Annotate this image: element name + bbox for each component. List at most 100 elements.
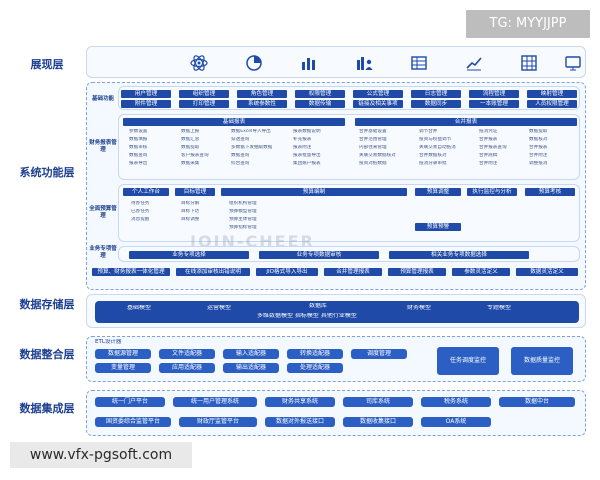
ledger-management-button[interactable]: 一本账管理 [469,100,519,108]
permission-management-button[interactable]: 权限管理 [295,90,345,98]
fr-col5-item[interactable]: 内部往来管理 [359,145,387,150]
budget-item[interactable]: 已办任务 [131,209,150,214]
data-middle-platform-button[interactable]: 数据中台 [499,397,575,407]
data-sync-button[interactable]: 数据同步 [411,100,461,108]
budget-item[interactable]: 目标下达 [181,209,200,214]
budget-item[interactable]: 目标分解 [181,201,200,206]
user-management-button[interactable]: 用户管理 [121,90,171,98]
data-transfer-button[interactable]: 数据传输 [295,100,345,108]
fr-col3-item[interactable]: 数据Excel导入导出 [231,129,271,134]
budget-eval-header[interactable]: 预算考核 [525,188,575,196]
jio-import-export-button[interactable]: JIO格式导入导出 [256,268,318,276]
fr-col7-item[interactable]: 抵消凭证 [479,129,498,134]
fr-col2-item[interactable]: 数据汇总 [181,137,200,142]
param-definition-button[interactable]: 参数灵活定义 [452,268,510,276]
related-links-button[interactable]: 链接及相关事项 [353,100,403,108]
fr-col6-item[interactable]: 合并数据核对 [419,153,447,158]
audit-note-button[interactable]: 在线添加审核出错说明 [176,268,250,276]
fr-col1-item[interactable]: 参数设置 [129,129,148,134]
fr-col2-item[interactable]: 数据提取 [181,145,200,150]
storage-basic-model[interactable]: 基础模型 [127,305,152,311]
mapping-management-button[interactable]: 映射管理 [527,90,577,98]
input-adapter-button[interactable]: 输入适配器 [223,349,279,359]
system-parameters-button[interactable]: 系统参数性 [237,100,287,108]
sasac-platform-button[interactable]: 国资委综合监管平台 [95,417,171,427]
role-management-button[interactable]: 角色管理 [237,90,287,98]
fr-col2-item[interactable]: 数据采集 [181,161,200,166]
fr-col4-item[interactable]: 补充报表 [293,137,312,142]
fr-col6-item[interactable]: 关联交易自动抵消 [419,145,456,150]
budget-item[interactable]: 消息提醒 [131,217,150,222]
log-management-button[interactable]: 日志管理 [411,90,461,98]
external-report-interface-button[interactable]: 数据对外报送接口 [265,417,335,427]
shared-finance-button[interactable]: 财务共享系统 [265,397,335,407]
variable-button[interactable]: 变量管理 [95,363,151,373]
workflow-management-button[interactable]: 流程管理 [469,90,519,98]
user-management-system-button[interactable]: 统一用户管理系统 [173,397,257,407]
storage-ops-model[interactable]: 运营模型 [207,305,232,311]
business-audit-button[interactable]: 业务专项数据审核 [259,251,379,259]
budget-item[interactable]: 目标调整 [181,217,200,222]
budget-warning-button[interactable]: 预算预警 [415,223,461,231]
portal-platform-button[interactable]: 统一门户平台 [95,397,165,407]
storage-finance-model[interactable]: 财务模型 [407,305,432,311]
fr-col3-item[interactable]: 穿透查询 [231,137,250,142]
task-monitor-button[interactable]: 任务调度监控 [437,347,499,375]
consolidated-report-header[interactable]: 合并报表 [355,118,577,126]
business-related-button[interactable]: 相关业务专项数据选择 [389,251,529,259]
fr-col4-item[interactable]: 集团账户报表 [293,161,321,166]
treasury-button[interactable]: 司库系统 [343,397,413,407]
fr-col3-item[interactable]: 多数据下发抽取数据 [231,145,273,150]
fr-col2-item[interactable]: 数据上报 [181,129,200,134]
fr-col8-item[interactable]: 数据提取 [529,129,548,134]
schedule-button[interactable]: 调度管理 [351,349,407,359]
fr-col1-item[interactable]: 报表导出 [129,161,148,166]
basic-report-header[interactable]: 基础报表 [123,118,345,126]
data-definition-button[interactable]: 数据灵活定义 [516,268,578,276]
budget-item[interactable]: 预算模型管理 [229,209,257,214]
budget-item[interactable]: 组织机构管理 [229,201,257,206]
workbench-header[interactable]: 个人工作台 [123,188,169,196]
fr-col4-item[interactable]: 报表数据说明 [293,129,321,134]
fr-col1-item[interactable]: 数据查询 [129,153,148,158]
org-management-button[interactable]: 组织管理 [179,90,229,98]
fr-col7-item[interactable]: 合并附注 [479,161,498,166]
app-adapter-button[interactable]: 应用适配器 [159,363,215,373]
fr-col1-item[interactable]: 数据审核 [129,145,148,150]
fr-col7-item[interactable]: 合并底稿 [479,153,498,158]
print-management-button[interactable]: 打印管理 [179,100,229,108]
fr-col3-item[interactable]: 数据查询 [231,153,250,158]
business-select-button[interactable]: 业务专项选择 [129,251,249,259]
oa-system-button[interactable]: OA系统 [421,417,491,427]
fr-col5-item[interactable]: 关联交易数据核对 [359,153,396,158]
fr-col6-item[interactable]: 抵消分录审批 [419,161,447,166]
tax-system-button[interactable]: 税务系统 [421,397,491,407]
fr-col5-item[interactable]: 投资对抵数据 [359,161,387,166]
fr-col4-item[interactable]: 报表附注 [293,145,312,150]
fr-col1-item[interactable]: 数据填报 [129,137,148,142]
fr-col7-item[interactable]: 合并报表 [479,137,498,142]
finance-dept-platform-button[interactable]: 财政厅监管平台 [179,417,257,427]
fr-col8-item[interactable]: 合并附注 [529,153,548,158]
data-collection-interface-button[interactable]: 数据收集接口 [343,417,413,427]
file-adapter-button[interactable]: 文件适配器 [159,349,215,359]
integration-button[interactable]: 预算、财务报表一体化管理 [92,268,170,276]
transform-adapter-button[interactable]: 转换适配器 [287,349,343,359]
fr-col8-item[interactable]: 合并报表 [529,145,548,150]
fr-col4-item[interactable]: 报表批量导出 [293,153,321,158]
storage-topic-model[interactable]: 专题模型 [487,305,512,311]
budget-adjust-header[interactable]: 预算调整 [415,188,461,196]
fr-col7-item[interactable]: 合并报表查询 [479,145,507,150]
quality-monitor-button[interactable]: 数据质量监控 [511,347,573,375]
storage-database[interactable]: 数据库 [309,303,328,309]
fr-col6-item[interactable]: 投资与权益调节 [419,137,452,142]
budget-preparation-header[interactable]: 预算编制 [221,188,407,196]
budget-item[interactable]: 待办任务 [131,201,150,206]
fr-col2-item[interactable]: 客户报表查询 [181,153,209,158]
fr-col8-item[interactable]: 调整抵消 [529,161,548,166]
data-source-button[interactable]: 数据源管理 [95,349,151,359]
attachment-management-button[interactable]: 附件管理 [121,100,171,108]
consolidated-report-button[interactable]: 合并管理报表 [324,268,382,276]
fr-col5-item[interactable]: 合并范围管理 [359,137,387,142]
output-adapter-button[interactable]: 输出适配器 [223,363,279,373]
